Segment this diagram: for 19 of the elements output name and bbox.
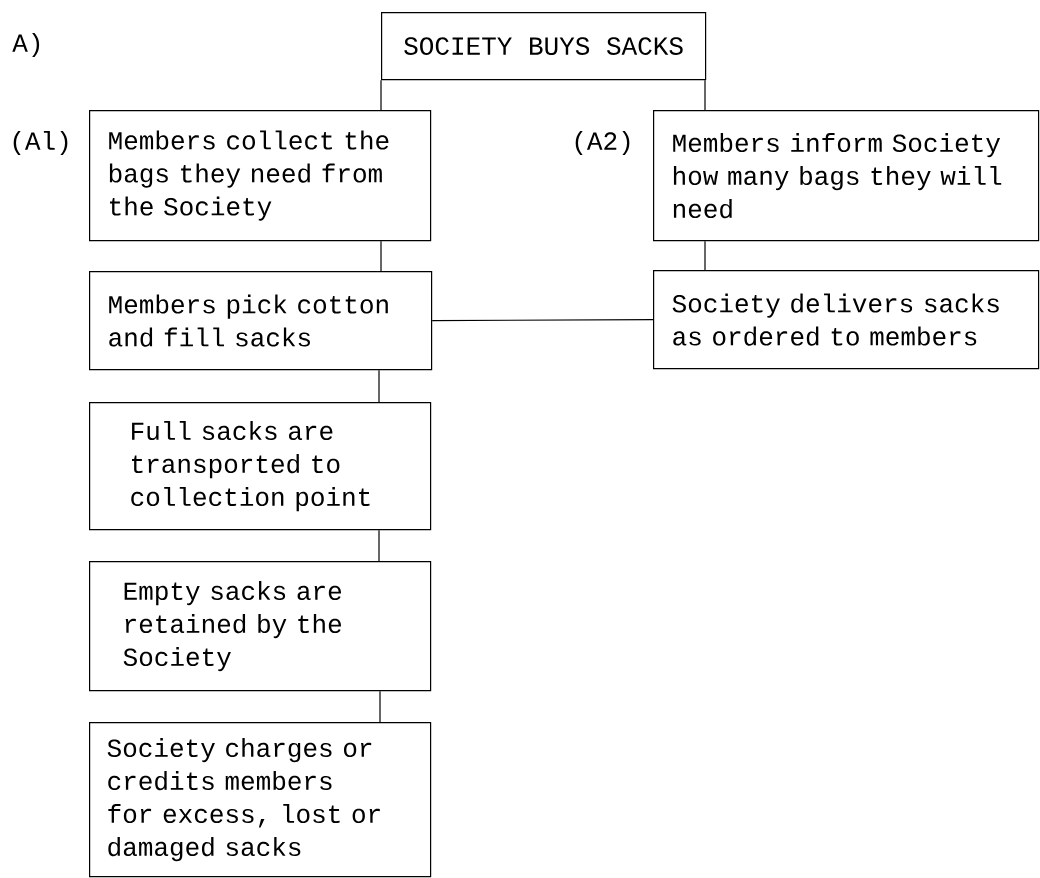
connector-line	[704, 79, 706, 111]
connector-line	[379, 690, 381, 723]
connector-line	[380, 79, 382, 111]
connector-line	[378, 369, 380, 403]
process-box: Members inform Society how many bags they will need	[653, 110, 1040, 242]
process-box: Society charges or credits members for excess, lost or damaged sacks	[89, 722, 432, 878]
process-box: Members collect the bags they need from the Society	[89, 110, 432, 242]
process-box: Empty sacks are retained by the Society	[89, 561, 432, 692]
connector-line	[380, 240, 382, 272]
connector-line	[704, 240, 706, 271]
process-box: Full sacks are transported to collection point	[89, 402, 432, 531]
connector-line	[431, 319, 654, 322]
heading-box: SOCIETY BUYS SACKS	[381, 12, 707, 81]
panel-label: A)	[12, 32, 40, 58]
connector-line	[378, 529, 380, 562]
process-box: Society delivers sacks as ordered to members	[653, 270, 1040, 370]
process-box: Members pick cotton and fill sacks	[89, 271, 433, 371]
step-label: (Al)	[13, 130, 68, 156]
step-label: (A2)	[575, 130, 630, 156]
